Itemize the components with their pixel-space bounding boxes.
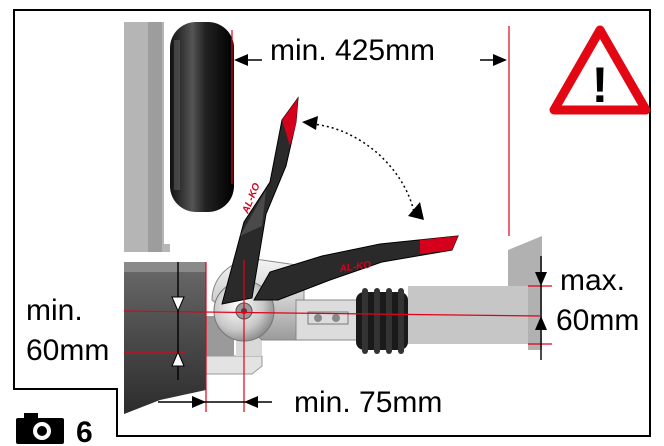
- left-dimension-label-line2: 60mm: [26, 334, 109, 367]
- vehicle-body: [124, 22, 170, 252]
- warning-triangle-icon: !: [549, 25, 651, 115]
- bottom-dimension-label: min. 75mm: [294, 386, 442, 419]
- coupling-handle-lowered: AL-KO: [253, 235, 459, 301]
- camera-icon: [16, 413, 64, 444]
- drawbar-bellows: [356, 288, 408, 354]
- trailer-drawbar: [295, 299, 367, 341]
- diagram-frame: [13, 9, 651, 437]
- handle-brand-logo-lowered: AL-KO: [338, 260, 372, 275]
- top-dimension-label: min. 425mm: [270, 34, 435, 67]
- figure-label: 6: [16, 413, 93, 446]
- handle-rotation-arc: [302, 116, 424, 220]
- right-dimension-label-line2: 60mm: [556, 304, 639, 337]
- figure-number: 6: [76, 416, 93, 446]
- right-dimension-label-line1: max.: [560, 264, 625, 297]
- warning-symbol: !: [592, 57, 609, 113]
- guide-lines: [119, 26, 552, 412]
- vehicle-tyre: [170, 22, 234, 212]
- left-dimension-label-line1: min.: [26, 294, 83, 327]
- vehicle-bumper: [124, 262, 234, 414]
